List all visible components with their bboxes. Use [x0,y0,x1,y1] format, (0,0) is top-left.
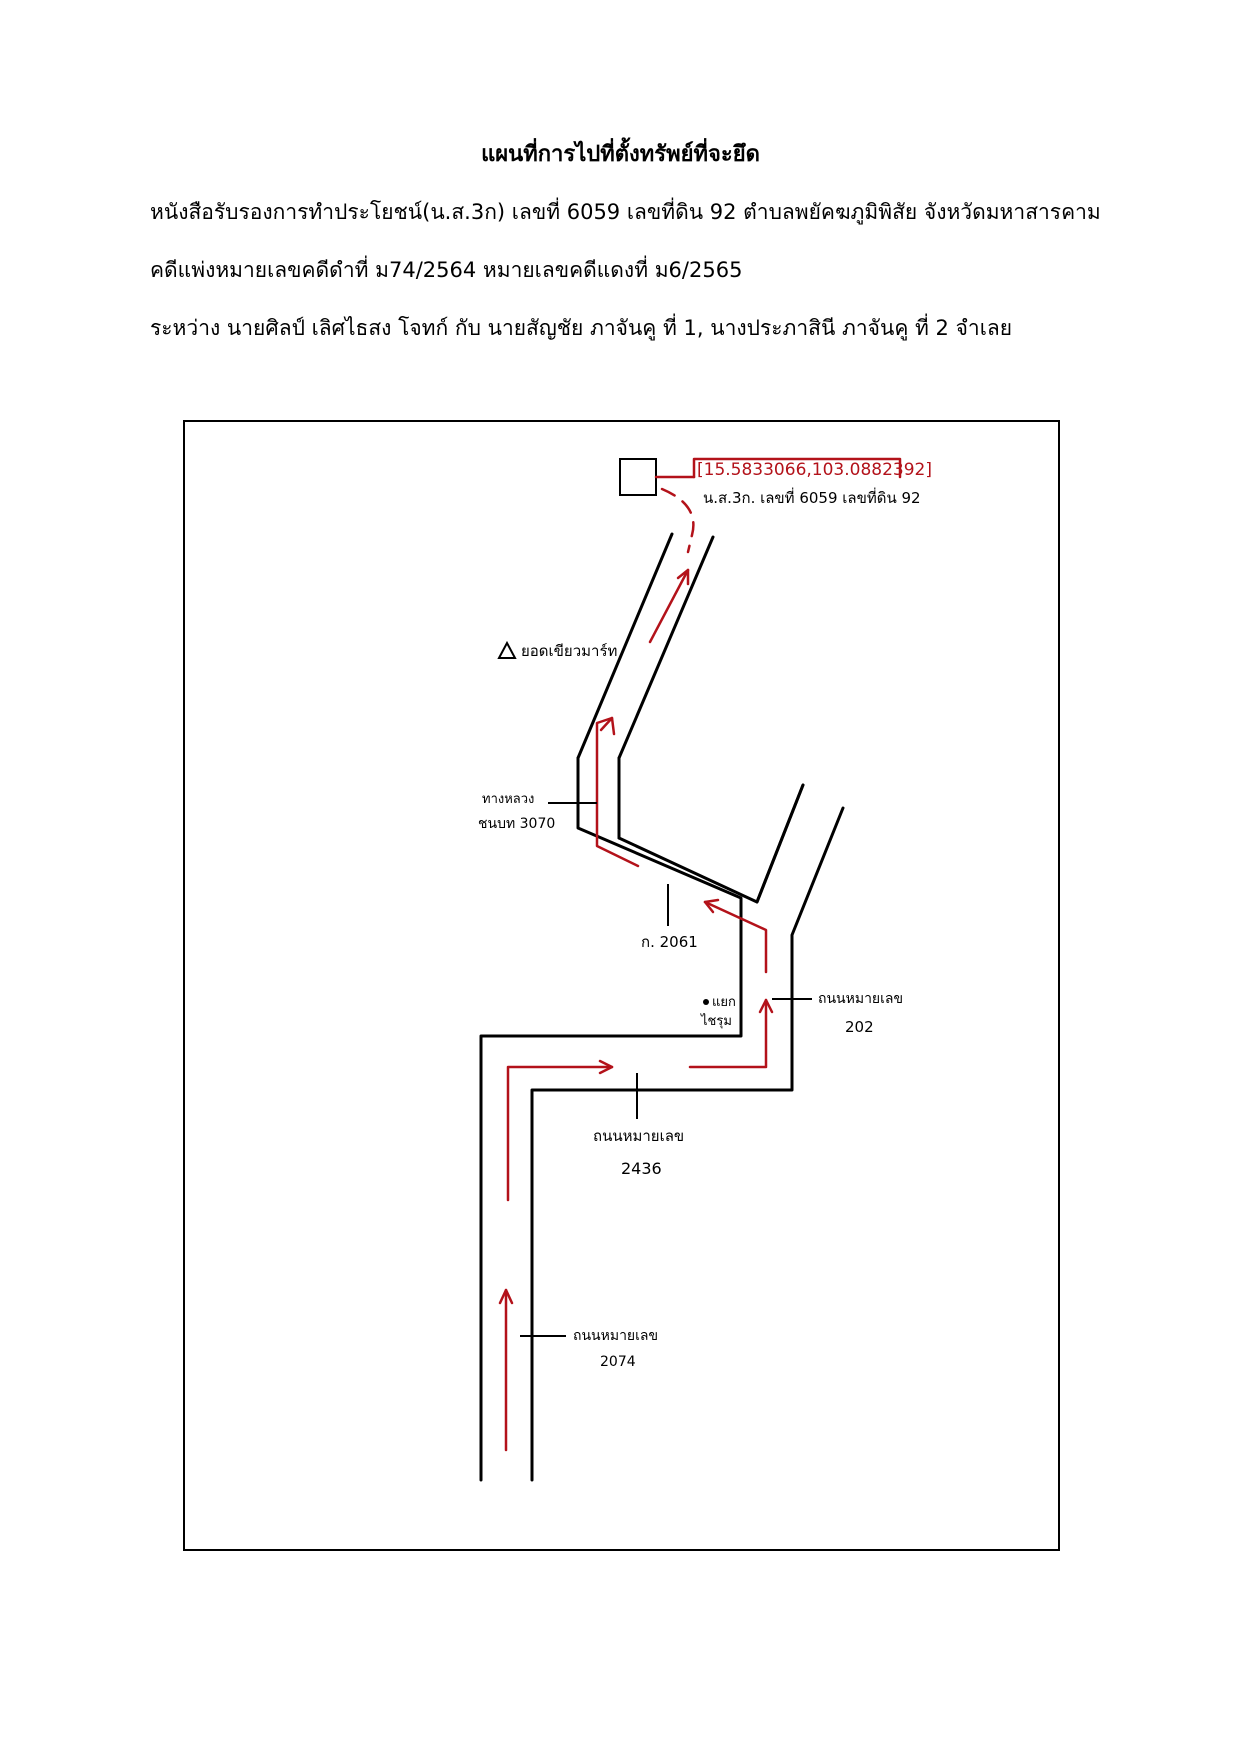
route-arrow-head [703,898,720,914]
coordinates-leader [654,457,902,479]
junction-dot-icon [703,999,709,1005]
highway-3070-label-line1: ทางหลวง [482,792,534,807]
map-frame [183,420,1060,1551]
road-2074-label-line1: ถนนหมายเลข [573,1328,658,1344]
road-202-branch [755,783,805,904]
route-segment [595,716,640,868]
landmark-label: ยอดเขียวมาร์ท [521,642,617,660]
route-arrow-head [758,998,774,1014]
route-arrow-head [676,568,690,586]
highway-3070-edge [617,756,805,904]
route-arrow-head [599,716,616,736]
page-title: แผนที่การไปที่ตั้งทรัพย์ที่จะยึด [481,142,760,167]
case-number-line: คดีแพ่งหมายเลขคดีดำที่ ม74/2564 หมายเลขค… [150,258,743,282]
route-segment [648,568,690,644]
route-arrow-head [498,1288,514,1305]
coordinates-label: [15.5833066,103.0882392] [697,460,932,480]
title-deed-line: หนังสือรับรองการทำประโยชน์(น.ส.3ก) เลขที… [150,200,1101,224]
route-dashed-final [660,487,695,554]
parcel-box [619,458,657,496]
highway-3070-label-line2: ชนบท 3070 [478,816,555,832]
landmark-triangle-icon [497,640,517,659]
junction-label-line2: ไชรุม [700,1013,732,1029]
parties-line: ระหว่าง นายศิลป์ เลิศไธสง โจทก์ กับ นายส… [150,316,1013,340]
route-arrow-head [598,1059,614,1075]
route-segment [506,1065,614,1202]
road-202-label-line2: 202 [845,1018,874,1036]
road-2074-right-edge [530,806,845,1482]
road-202-label-line1: ถนนหมายเลข [818,991,903,1007]
parcel-label: น.ส.3ก. เลขที่ 6059 เลขที่ดิน 92 [703,487,921,507]
road-2074-label-line2: 2074 [600,1354,636,1370]
route-segment [703,900,768,974]
road-2436-label-line2: 2436 [621,1159,662,1178]
road-2436-label-line1: ถนนหมายเลข [593,1127,684,1145]
junction-label-line1: แยก [712,995,736,1010]
highway-3070-edge-right [617,535,715,760]
road-k2061-label: ก. 2061 [641,933,698,951]
route-segment [688,998,768,1069]
